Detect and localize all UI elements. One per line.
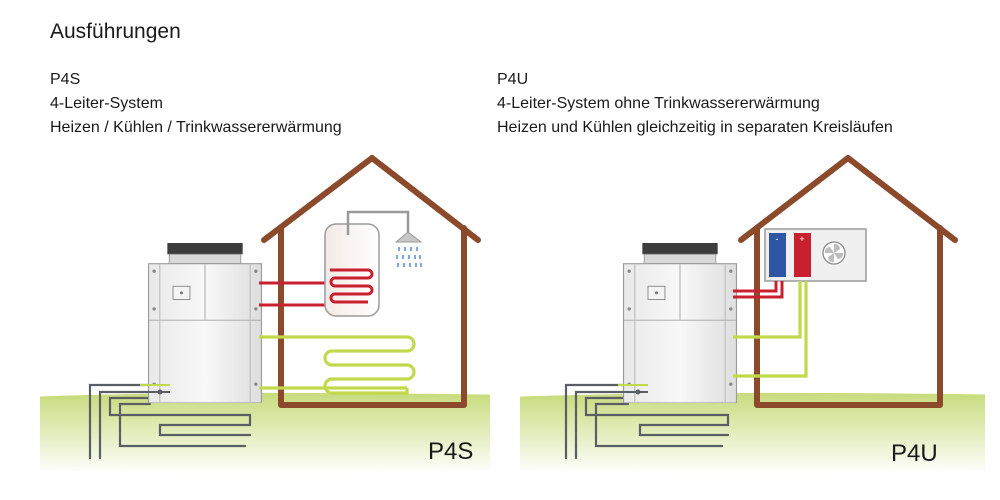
heat-pump-unit-icon xyxy=(147,243,263,403)
fan-coil-icon xyxy=(764,228,867,282)
floor-heating-icon xyxy=(259,335,416,395)
variant-code: P4U xyxy=(497,71,529,88)
cold-symbol: - xyxy=(776,234,779,244)
ground-collector-icon xyxy=(564,383,730,460)
ground-collector-icon xyxy=(88,383,252,460)
variant-code: P4S xyxy=(50,71,81,88)
hot-symbol: + xyxy=(799,234,804,244)
variant-functions: Heizen und Kühlen gleichzeitig in separa… xyxy=(497,119,893,136)
heating-pipes xyxy=(733,281,784,299)
scene-p4u: - + xyxy=(519,155,986,474)
shower-icon xyxy=(394,231,423,267)
variant-system: 4-Leiter-System ohne Trinkwassererwärmun… xyxy=(497,95,820,112)
cooling-pipes xyxy=(733,281,808,378)
scene-p4s xyxy=(39,155,491,474)
page-title: Ausführungen xyxy=(50,20,181,43)
hot-water-tank-icon xyxy=(324,210,410,317)
variant-functions: Heizen / Kühlen / Trinkwassererwärmung xyxy=(50,119,342,136)
variant-description-p4s: P4S 4-Leiter-System Heizen / Kühlen / Tr… xyxy=(50,68,342,140)
variant-label-p4u: P4U xyxy=(891,440,938,467)
variant-description-p4u: P4U 4-Leiter-System ohne Trinkwassererwä… xyxy=(497,68,893,140)
variant-label-p4s: P4S xyxy=(428,438,474,465)
heat-pump-unit-icon xyxy=(622,243,738,403)
variant-system: 4-Leiter-System xyxy=(50,95,163,112)
